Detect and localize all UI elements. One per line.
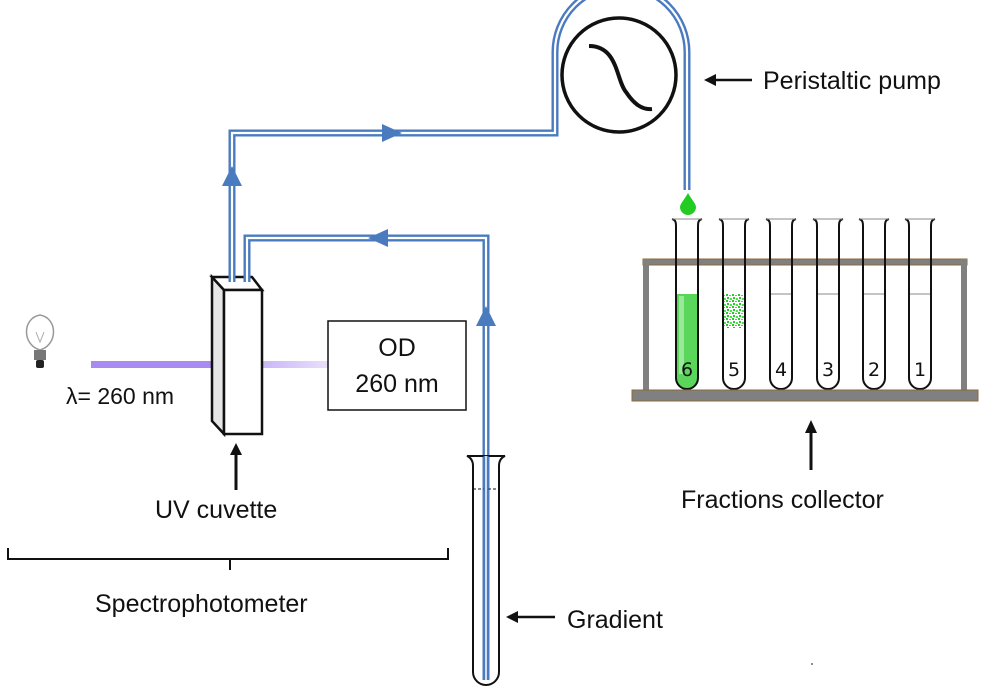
tube-outline xyxy=(812,218,844,390)
fraction-tubes: 6 5 4 3 2 1 xyxy=(671,218,936,390)
gradient-tube xyxy=(466,455,506,686)
peristaltic-pump xyxy=(560,16,678,134)
uv-cuvette-label: UV cuvette xyxy=(155,496,277,524)
gradient-label: Gradient xyxy=(567,606,663,634)
od-wavelength-label: 260 nm xyxy=(355,370,438,398)
tube-number-label: 1 xyxy=(914,359,926,381)
tube-number-label: 5 xyxy=(728,359,740,381)
od-label: OD xyxy=(378,334,416,362)
fractions-collector-arrow xyxy=(805,420,817,470)
fraction-tube-4: 4 xyxy=(765,218,797,390)
flow-arrow-up xyxy=(222,166,242,186)
flow-arrow-left xyxy=(368,229,388,247)
fraction-tube-6: 6 xyxy=(671,218,703,390)
fraction-tube-5: 5 xyxy=(718,218,750,390)
tube-number-label: 4 xyxy=(775,359,787,381)
fractions-collector-label: Fractions collector xyxy=(681,486,884,514)
tube-outline xyxy=(858,218,890,390)
uv-light-beam xyxy=(91,361,219,368)
rack-base xyxy=(631,389,979,402)
flow-arrow-up-gradient xyxy=(476,306,496,326)
od-readout-box: OD 260 nm xyxy=(327,320,467,411)
light-bulb-icon xyxy=(25,314,55,368)
tube-number-label: 2 xyxy=(868,359,880,381)
stray-dot xyxy=(811,663,813,665)
uv-cuvette xyxy=(209,273,265,438)
tube-outline xyxy=(718,218,750,390)
speckled-fraction-liquid xyxy=(724,294,744,328)
flow-arrow-right xyxy=(382,124,402,142)
fraction-tube-1: 1 xyxy=(904,218,936,390)
transmitted-light-beam xyxy=(262,361,328,368)
rack-right-leg xyxy=(961,259,967,391)
spectrophotometer-label: Spectrophotometer xyxy=(95,590,308,618)
pump-sine-icon xyxy=(588,44,653,112)
pump-arrow xyxy=(704,74,752,86)
wavelength-label: λ= 260 nm xyxy=(66,383,174,409)
uv-cuvette-arrow xyxy=(230,443,242,490)
spectrophotometer-bracket xyxy=(7,548,449,570)
liquid-highlight xyxy=(679,296,684,374)
gradient-arrow xyxy=(506,611,555,623)
tube-outline xyxy=(765,218,797,390)
peristaltic-pump-label: Peristaltic pump xyxy=(763,67,941,95)
tube-number-label: 6 xyxy=(681,359,693,381)
fraction-tube-2: 2 xyxy=(858,218,890,390)
green-droplet xyxy=(680,193,696,215)
tube-number-label: 3 xyxy=(822,359,834,381)
rack-left-leg xyxy=(643,259,649,391)
tube-outline xyxy=(904,218,936,390)
fraction-tube-3: 3 xyxy=(812,218,844,390)
tube-outline xyxy=(671,218,703,390)
rack-top-bar xyxy=(642,258,968,266)
